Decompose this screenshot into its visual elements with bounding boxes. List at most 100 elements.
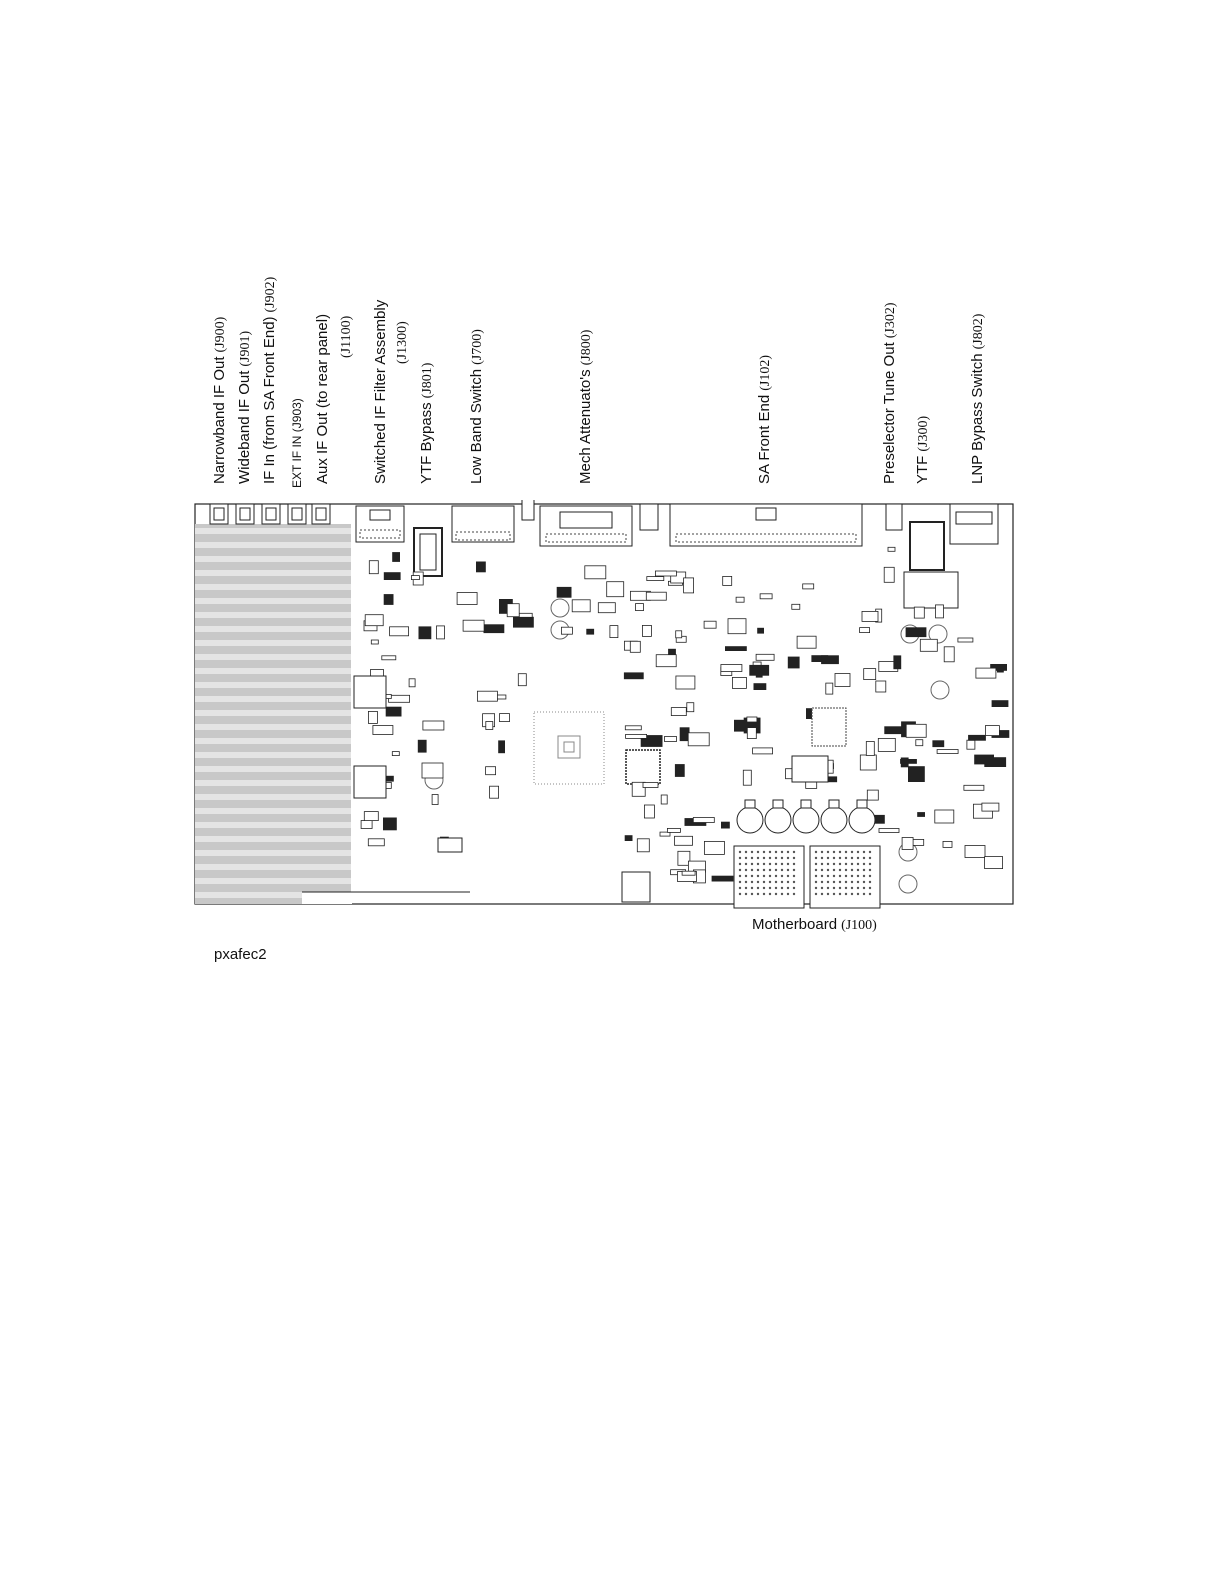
pin bbox=[826, 880, 830, 884]
pin bbox=[768, 892, 772, 896]
pin bbox=[774, 874, 778, 878]
smd-component bbox=[675, 630, 683, 639]
pin bbox=[868, 856, 872, 860]
smd-component bbox=[408, 678, 416, 688]
pin bbox=[820, 862, 824, 866]
pin bbox=[744, 868, 748, 872]
pin bbox=[780, 856, 784, 860]
pin bbox=[750, 886, 754, 890]
pin bbox=[832, 892, 836, 896]
pin bbox=[738, 862, 742, 866]
pin bbox=[826, 874, 830, 878]
pin bbox=[862, 886, 866, 890]
relay bbox=[764, 806, 792, 834]
pin bbox=[792, 862, 796, 866]
smd-component bbox=[642, 782, 659, 788]
block-lower bbox=[621, 871, 651, 903]
smd-component bbox=[759, 593, 773, 600]
coax-pin bbox=[265, 507, 277, 521]
smd-component bbox=[943, 646, 955, 663]
smd-component bbox=[462, 619, 485, 632]
smd-component bbox=[364, 614, 384, 627]
label-wideband-if-out: Wideband IF Out(J901) bbox=[236, 330, 253, 484]
pin bbox=[780, 880, 784, 884]
smd-component bbox=[884, 726, 903, 735]
smd-component bbox=[692, 817, 715, 823]
smd-component bbox=[821, 655, 839, 665]
pin bbox=[814, 850, 818, 854]
pin bbox=[832, 856, 836, 860]
stripe-band bbox=[195, 598, 351, 604]
smd-component bbox=[625, 733, 648, 739]
pin bbox=[756, 874, 760, 878]
connector-low-band-switch bbox=[451, 505, 515, 543]
stripe-band bbox=[195, 570, 351, 576]
smd-component bbox=[410, 575, 420, 580]
pin bbox=[738, 868, 742, 872]
pin bbox=[862, 892, 866, 896]
pin bbox=[826, 862, 830, 866]
smd-component bbox=[722, 576, 733, 586]
shield-box-b bbox=[353, 765, 387, 799]
pin bbox=[814, 862, 818, 866]
smd-component bbox=[370, 639, 379, 645]
shield-box-a bbox=[353, 675, 387, 709]
pin bbox=[838, 874, 842, 878]
pin bbox=[774, 862, 778, 866]
smd-component bbox=[606, 581, 625, 598]
smd-component bbox=[597, 602, 616, 614]
pin bbox=[838, 862, 842, 866]
label-switched-if-filter: Switched IF Filter Assembly bbox=[372, 299, 389, 484]
smd-component bbox=[686, 702, 695, 713]
smd-component bbox=[518, 612, 533, 618]
smd-component bbox=[746, 716, 758, 723]
smd-component bbox=[675, 675, 696, 690]
stripe-band bbox=[195, 836, 351, 842]
smd-component bbox=[746, 727, 757, 740]
smd-component bbox=[385, 706, 402, 717]
smd-component bbox=[418, 626, 432, 640]
pin bbox=[738, 892, 742, 896]
pin bbox=[868, 880, 872, 884]
pin bbox=[814, 892, 818, 896]
pin bbox=[792, 892, 796, 896]
smd-component bbox=[875, 680, 887, 693]
smd-component bbox=[389, 626, 410, 637]
pin bbox=[762, 868, 766, 872]
label-ytf: YTF(J300) bbox=[914, 415, 931, 484]
pin bbox=[744, 856, 748, 860]
relay-tab bbox=[828, 799, 840, 809]
pin bbox=[786, 868, 790, 872]
label-switched-if-filter-ref: (J1300) bbox=[395, 321, 410, 364]
pin bbox=[856, 868, 860, 872]
smd-component bbox=[456, 592, 478, 605]
pin bbox=[844, 856, 848, 860]
smd-component bbox=[725, 646, 747, 652]
smd-component bbox=[984, 856, 1003, 870]
pin bbox=[744, 886, 748, 890]
pin bbox=[862, 880, 866, 884]
smd-component bbox=[388, 694, 411, 703]
connector-ytf bbox=[909, 521, 945, 571]
pin bbox=[786, 886, 790, 890]
smd-component bbox=[381, 655, 397, 661]
pin bbox=[832, 874, 836, 878]
pin bbox=[762, 886, 766, 890]
pin bbox=[750, 892, 754, 896]
smd-component bbox=[796, 635, 817, 649]
module-right bbox=[791, 755, 829, 783]
pin bbox=[862, 868, 866, 872]
smd-component bbox=[383, 572, 401, 580]
shielded-if-region bbox=[195, 524, 470, 904]
smd-component bbox=[659, 831, 671, 837]
label-lnp-bypass-switch: LNP Bypass Switch(J802) bbox=[969, 313, 986, 484]
smd-component bbox=[641, 625, 652, 637]
stripe-band bbox=[195, 542, 351, 548]
stripe-band bbox=[195, 794, 351, 800]
pin bbox=[774, 850, 778, 854]
label-low-band-switch: Low Band Switch(J700) bbox=[468, 329, 485, 484]
stripe-band bbox=[195, 878, 351, 884]
smd-component bbox=[893, 655, 902, 670]
pin bbox=[832, 868, 836, 872]
smd-component bbox=[475, 561, 486, 573]
